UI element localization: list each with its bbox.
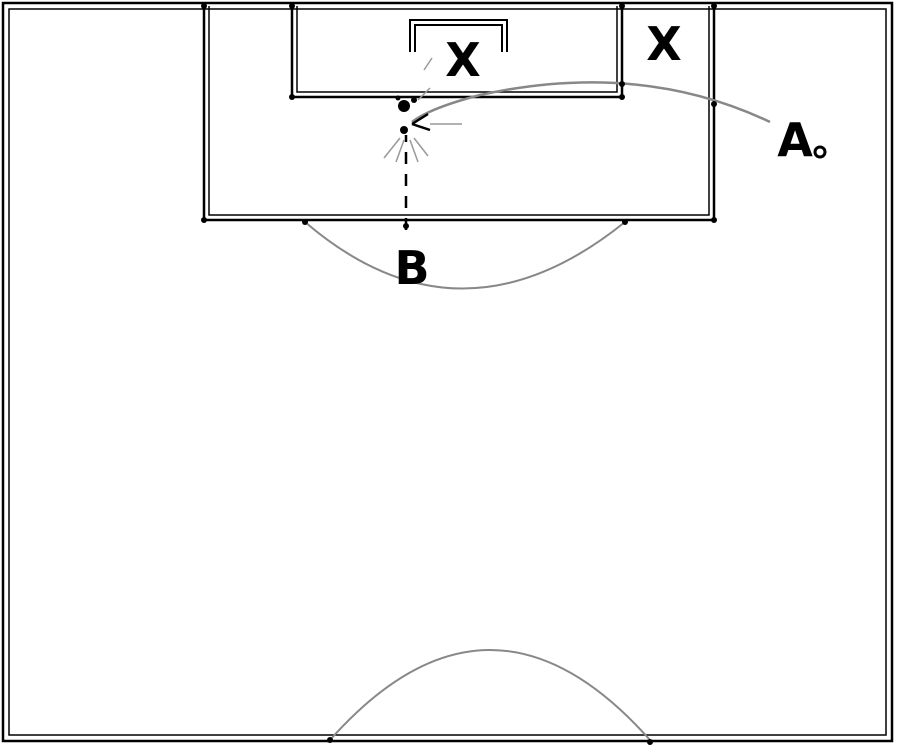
player-b-label: B: [394, 241, 429, 295]
cross-trajectory: [411, 81, 771, 124]
player-a-label: A: [777, 113, 813, 167]
player-a-marker: [813, 145, 827, 159]
ball-icon: [395, 95, 417, 134]
marker-defender-label: X: [646, 17, 681, 71]
marker-keeper-label: X: [445, 33, 480, 87]
goal: [409, 19, 508, 52]
junction-dots: [201, 3, 717, 745]
centre-circle-arc: [329, 649, 651, 741]
arrowhead-icon: [411, 112, 431, 132]
strike-burst-icon: [383, 57, 462, 163]
penalty-arc: [304, 221, 626, 290]
penalty-area: [202, 6, 716, 222]
goal-area: [290, 6, 624, 99]
